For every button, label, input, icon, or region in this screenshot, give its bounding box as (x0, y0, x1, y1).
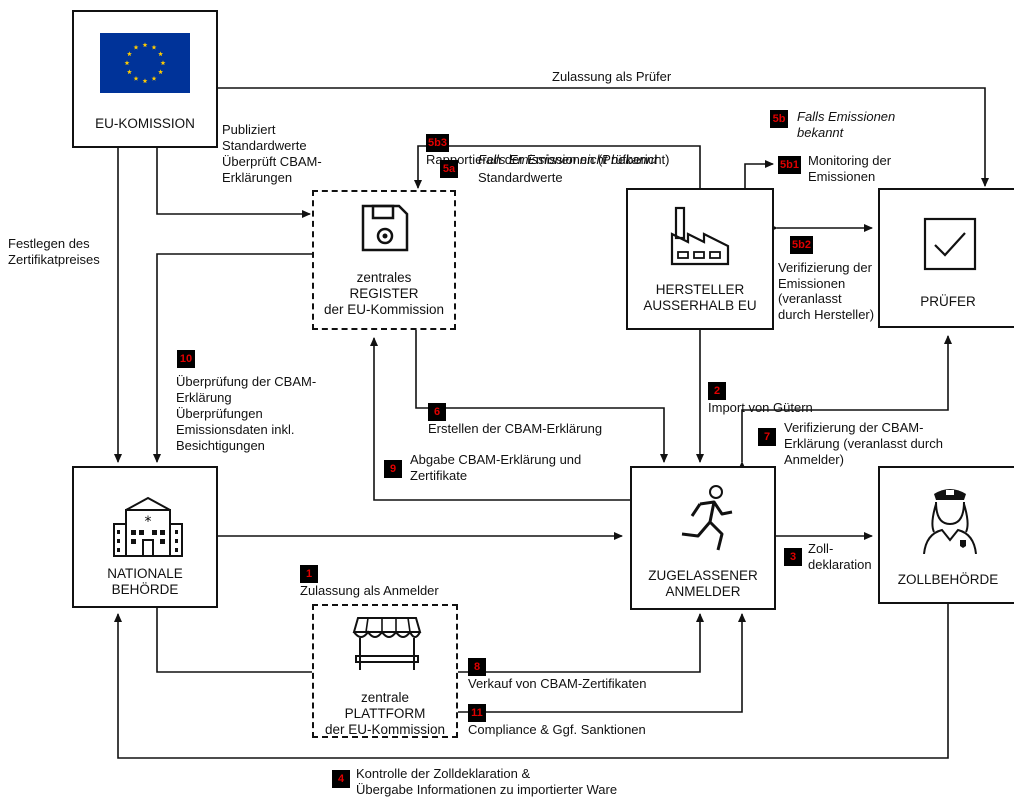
declarant-node: ZUGELASSENER ANMELDER (630, 466, 776, 610)
badge-4: 4 (332, 770, 350, 788)
arrow-8 (458, 613, 704, 673)
line-nationale-plattform (156, 608, 312, 673)
market-stall-icon (352, 617, 422, 670)
badge-5a: 5a (440, 160, 458, 178)
badge-5b1: 5b1 (778, 156, 801, 174)
eu-star (158, 69, 164, 75)
checkmark-icon (923, 217, 977, 271)
label-11-text: Compliance & Ggf. Sanktionen (468, 722, 646, 737)
badge-2: 2 (708, 382, 726, 400)
eu-star (126, 51, 132, 57)
label-publiziert: Publiziert Standardwerte Überprüft CBAM-… (222, 122, 322, 185)
arrow-5b1 (744, 160, 774, 188)
label-9-text: Abgabe CBAM-Erklärung und Zertifikate (410, 452, 582, 483)
eu-star (133, 75, 139, 81)
badge-11: 11 (468, 704, 486, 722)
eu-commission-node: EU-KOMISSION (72, 10, 218, 148)
label-4-text: Kontrolle der Zolldeklaration & Übergabe… (356, 766, 618, 797)
eu-flag-icon (100, 33, 190, 93)
manufacturer-node: HERSTELLER AUSSERHALB EU (626, 188, 774, 330)
badge-5b: 5b (770, 110, 788, 128)
badge-5b3: 5b3 (426, 134, 449, 152)
national-authority-node: * NATIONALE BEHÖRDE (72, 466, 218, 608)
eu-commission-label: EU-KOMISSION (95, 116, 195, 131)
arrow-eu-to-pruefer (216, 87, 989, 187)
eu-star (158, 51, 164, 57)
label-11: 11 Compliance & Ggf. Sanktionen (468, 688, 646, 738)
label-zulassung-pruefer: Zulassung als Prüfer (552, 69, 672, 84)
label-5a-italic: Falls Emissionen nicht bekannt (478, 152, 658, 167)
eu-star (142, 78, 148, 84)
label-2: 2 Import von Gütern (708, 366, 813, 416)
factory-icon (670, 206, 730, 266)
label-8-text: Verkauf von CBAM-Zertifikaten (468, 676, 647, 691)
register-label: zentrales REGISTER der EU-Kommission (323, 270, 445, 317)
badge-6: 6 (428, 403, 446, 421)
eu-star (160, 60, 166, 66)
label-festlegen: Festlegen des Zertifikatpreises (8, 236, 100, 267)
label-7-text: Verifizierung der CBAM- Erklärung (veran… (784, 420, 943, 467)
badge-9: 9 (384, 460, 402, 478)
floppy-disk-icon (361, 204, 409, 252)
arrow-5b3 (414, 145, 701, 189)
label-6-text: Erstellen der CBAM-Erklärung (428, 421, 603, 436)
eu-star (151, 44, 157, 50)
arrow-11 (458, 613, 746, 713)
label-6: 6 Erstellen der CBAM-Erklärung (428, 387, 602, 437)
eu-star (133, 44, 139, 50)
badge-5b2: 5b2 (790, 236, 813, 254)
verifier-label: PRÜFER (920, 294, 976, 309)
register-node: zentrales REGISTER der EU-Kommission (312, 190, 456, 330)
arrow-9 (370, 337, 632, 501)
declarant-label: ZUGELASSENER ANMELDER (648, 568, 758, 599)
eu-star (124, 60, 130, 66)
label-5a-text: Standardwerte (478, 170, 563, 185)
arrow-eu-to-register (156, 148, 311, 218)
label-3-text: Zoll- deklaration (808, 541, 872, 572)
label-8: 8 Verkauf von CBAM-Zertifikaten (468, 642, 646, 692)
arrow-4 (114, 604, 949, 759)
platform-label: zentrale PLATTFORM der EU-Kommission (324, 690, 446, 737)
verifier-node: PRÜFER (878, 188, 1014, 328)
eu-star (126, 69, 132, 75)
manufacturer-label: HERSTELLER AUSSERHALB EU (643, 282, 757, 313)
arrow-7 (738, 335, 952, 470)
badge-7: 7 (758, 428, 776, 446)
label-5b-italic: Falls Emissionen bekannt (797, 109, 896, 140)
running-person-icon (681, 485, 733, 551)
arrow-6 (415, 330, 668, 463)
customs-node: ZOLLBEHÖRDE (878, 466, 1014, 604)
eu-star (142, 42, 148, 48)
badge-1: 1 (300, 565, 318, 583)
customs-label: ZOLLBEHÖRDE (897, 572, 999, 587)
national-authority-label: NATIONALE BEHÖRDE (107, 566, 183, 597)
badge-8: 8 (468, 658, 486, 676)
platform-node: zentrale PLATTFORM der EU-Kommission (312, 604, 458, 738)
badge-10: 10 (177, 350, 195, 368)
arrow-10 (153, 253, 312, 463)
label-2-text: Import von Gütern (708, 400, 813, 415)
label-5b2-text: Verifizierung der Emissionen (veranlasst… (778, 260, 875, 322)
label-10-text: Überprüfung der CBAM- Erklärung Überprüf… (176, 374, 317, 453)
svg-text:*: * (145, 514, 152, 530)
police-officer-icon (923, 489, 977, 554)
badge-3: 3 (784, 548, 802, 566)
eu-star (151, 75, 157, 81)
label-5b1-text: Monitoring der Emissionen (808, 153, 892, 184)
label-1: 1 Zulassung als Anmelder (300, 549, 439, 599)
government-building-icon: * (113, 496, 183, 557)
label-1-text: Zulassung als Anmelder (300, 583, 439, 598)
